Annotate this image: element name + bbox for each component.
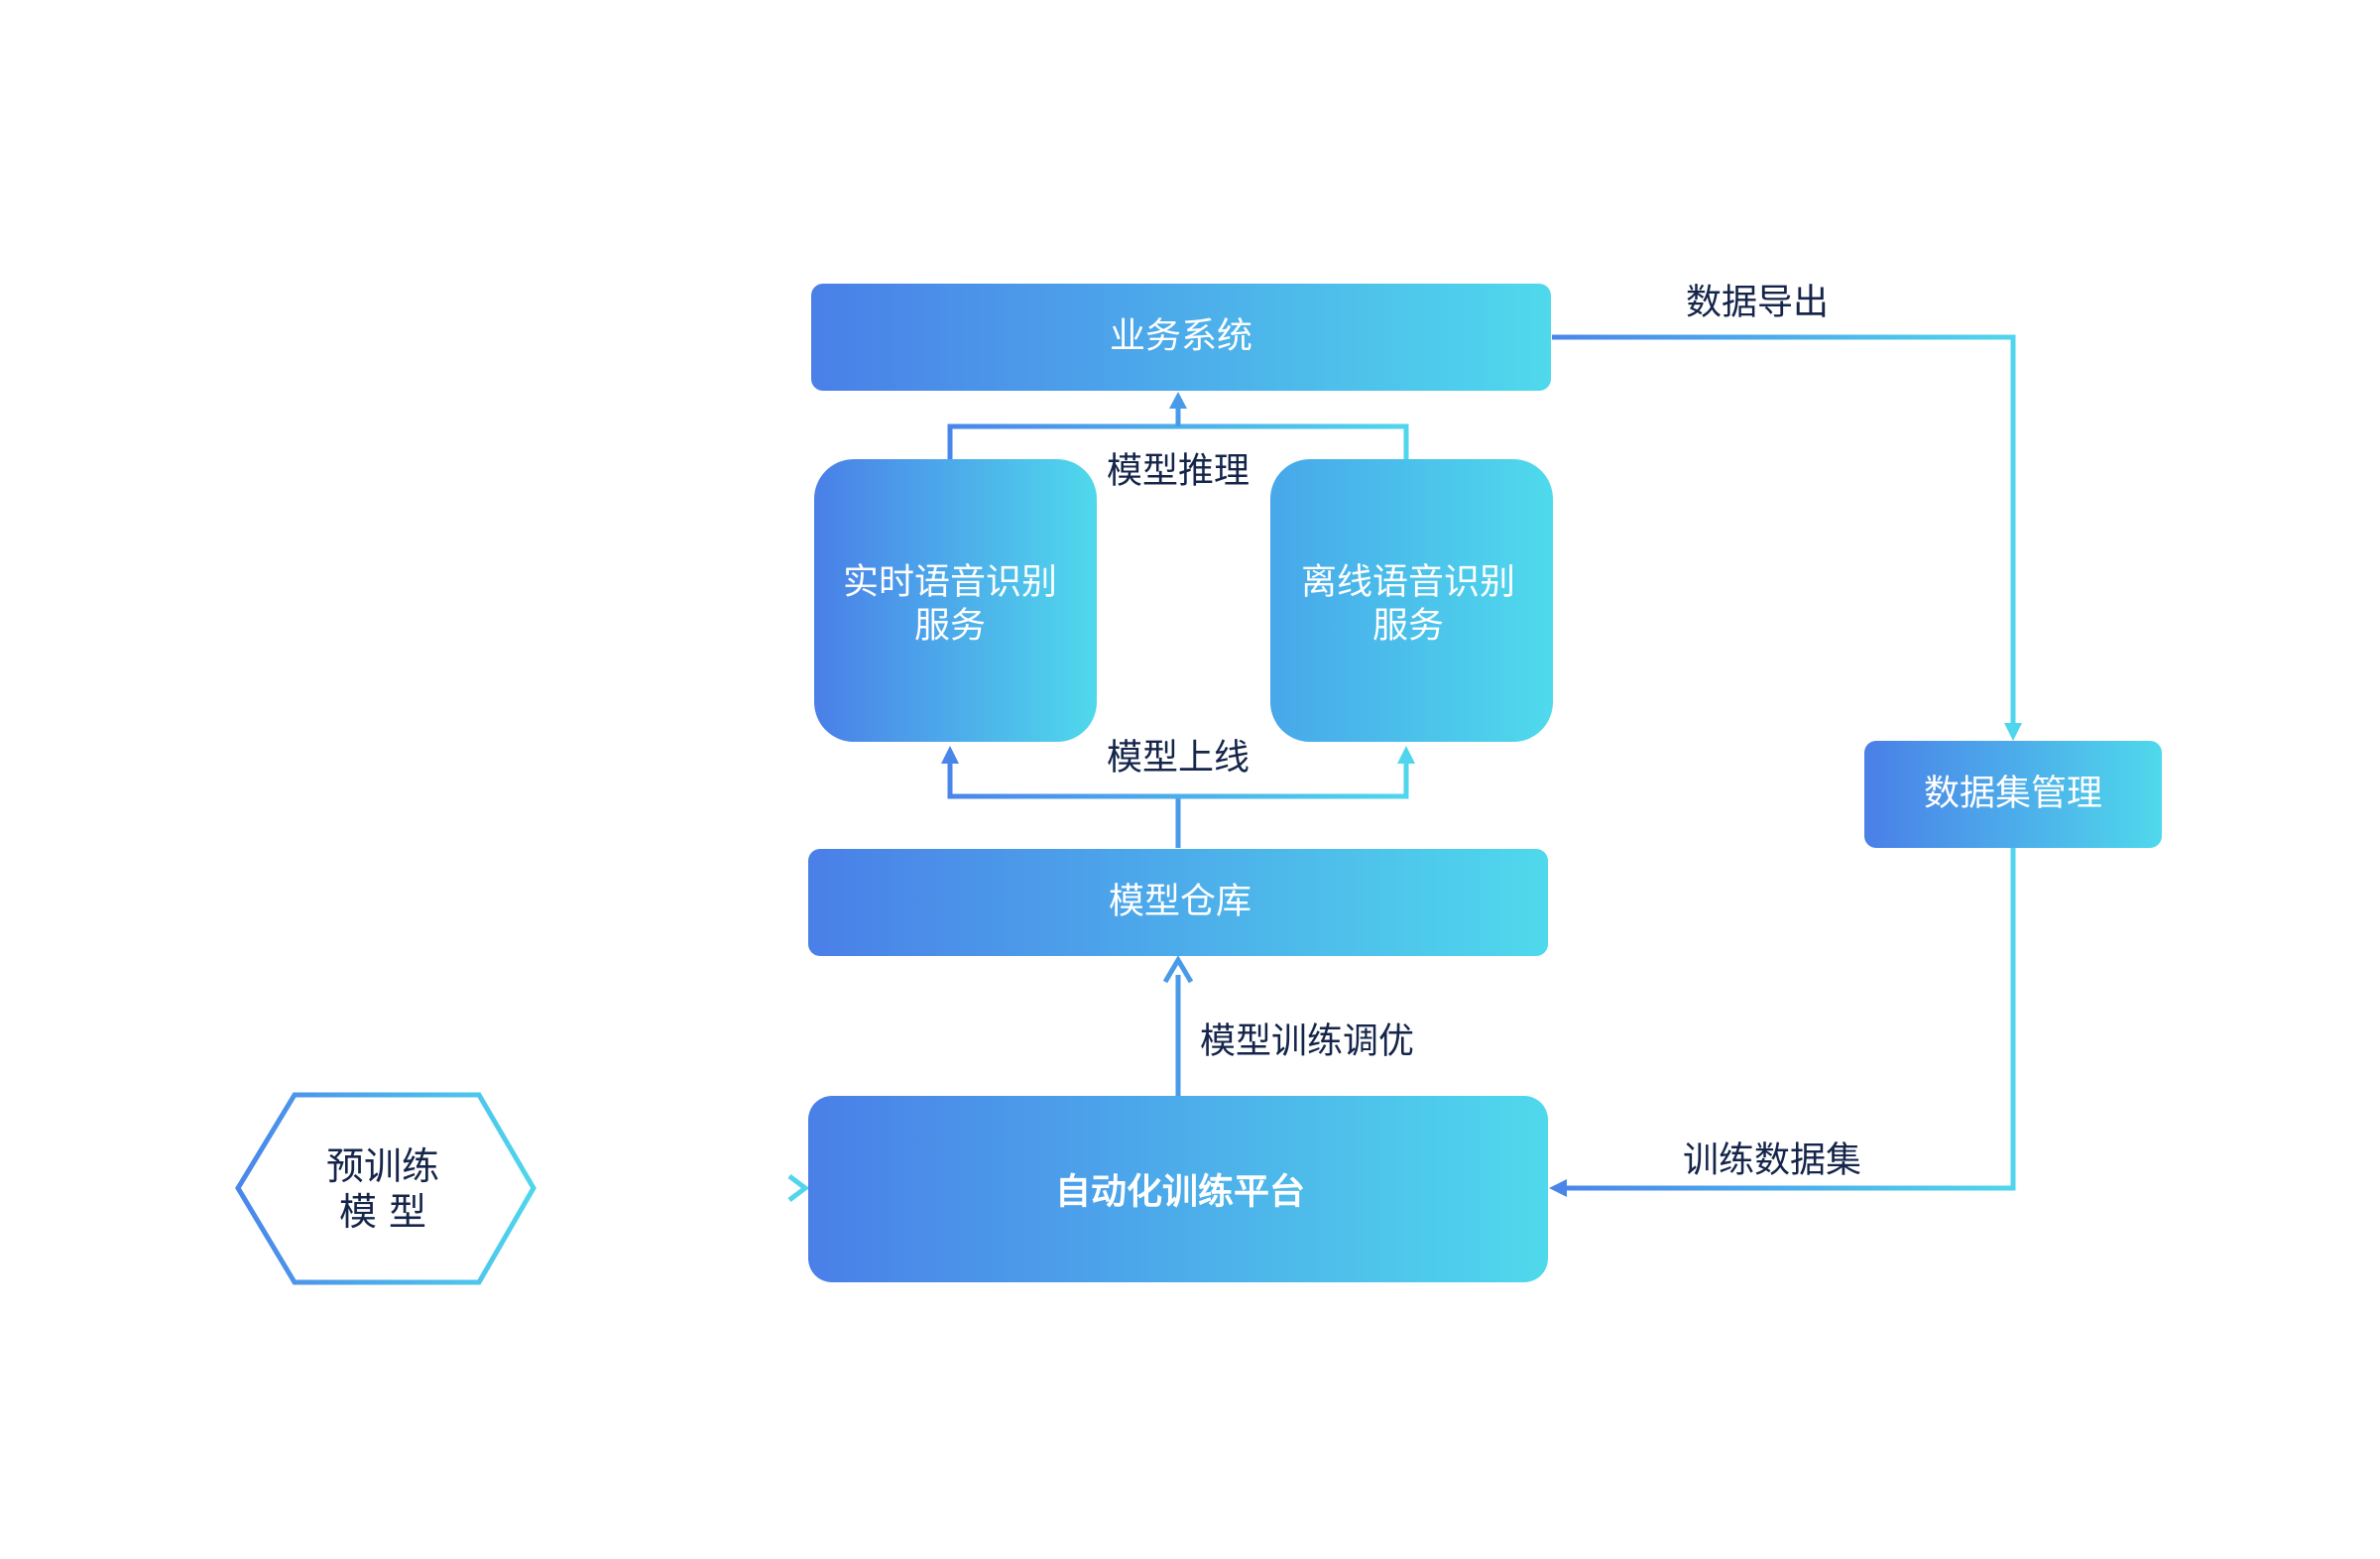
business-system-box: 业务系统: [811, 284, 1551, 391]
offline-asr-label-line2: 服务: [1372, 606, 1444, 647]
model-inference-label: 模型推理: [1107, 451, 1250, 492]
model-repo-box: 模型仓库: [808, 849, 1548, 956]
pretrained-model-label-line2: 模 型: [339, 1190, 426, 1234]
dataset-management-box: 数据集管理: [1864, 741, 2162, 848]
realtime-asr-box: 实时语音识别 服务: [814, 459, 1097, 742]
model-training-connector: [1162, 955, 1194, 1096]
model-repo-label: 模型仓库: [1109, 882, 1251, 922]
model-inference-connector: [947, 392, 1409, 460]
business-system-label: 业务系统: [1110, 316, 1252, 357]
pretrained-to-platform-connector: [536, 1174, 810, 1202]
auto-training-platform-label: 自动化训练平台: [1055, 1172, 1305, 1213]
offline-asr-label-line1: 离线语音识别: [1301, 562, 1515, 603]
model-deploy-connector: [941, 746, 1415, 848]
realtime-asr-label-line1: 实时语音识别: [843, 562, 1057, 603]
realtime-asr-label-line2: 服务: [914, 606, 986, 647]
model-deploy-label: 模型上线: [1107, 738, 1250, 779]
training-dataset-label: 训练数据集: [1683, 1140, 1861, 1181]
data-export-label: 数据导出: [1686, 283, 1829, 323]
pretrained-model-label-line1: 预训练: [326, 1144, 439, 1188]
model-training-tuning-label: 模型训练调优: [1200, 1021, 1414, 1062]
pretrained-model-hexagon: 预训练 模 型: [235, 1092, 536, 1285]
training-dataset-connector: [1549, 848, 2016, 1197]
data-export-connector: [1552, 334, 2022, 741]
auto-training-platform-box: 自动化训练平台: [808, 1096, 1548, 1282]
offline-asr-box: 离线语音识别 服务: [1270, 459, 1553, 742]
dataset-management-label: 数据集管理: [1924, 774, 2102, 814]
